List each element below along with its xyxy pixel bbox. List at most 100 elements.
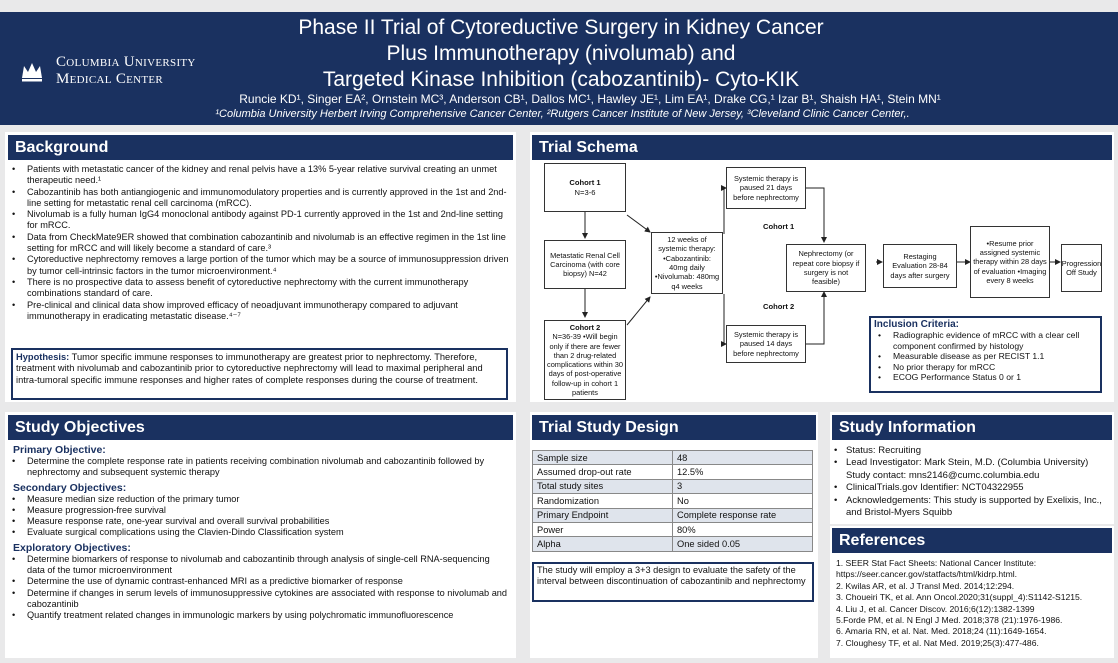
- inclusion-criteria-box: Inclusion Criteria: Radiographic evidenc…: [869, 316, 1102, 393]
- list-item: ClinicalTrials.gov Identifier: NCT043229…: [832, 482, 1112, 495]
- primary-list: Determine the complete response rate in …: [8, 456, 510, 479]
- list-item: Data from CheckMate9ER showed that combi…: [8, 232, 510, 255]
- list-item: Measure progression-free survival: [8, 505, 510, 517]
- cohort1-n: N=3-6: [574, 187, 596, 197]
- design-heading: Trial Study Design: [532, 415, 816, 440]
- table-cell: No: [672, 493, 813, 509]
- nephrectomy-box: Nephrectomy (or repeat core biopsy if su…: [786, 244, 866, 292]
- inclusion-list: Radiographic evidence of mRCC with a cle…: [874, 330, 1097, 383]
- list-item: Status: Recruiting: [832, 445, 1112, 458]
- columbia-logo: Columbia University Medical Center: [20, 54, 196, 88]
- list-item: Cabozantinib has both antiangiogenic and…: [8, 187, 510, 210]
- table-cell: Primary Endpoint: [532, 507, 673, 523]
- list-item: Measurable disease as per RECIST 1.1: [874, 351, 1097, 362]
- poster-header: Columbia University Medical Center Phase…: [0, 12, 1118, 125]
- logo-line-2: Medical Center: [56, 71, 164, 87]
- info-list: Status: Recruiting Lead Investigator: Ma…: [832, 445, 1112, 519]
- crown-icon: [22, 63, 42, 82]
- info-heading: Study Information: [832, 415, 1112, 440]
- hypothesis-text: Tumor specific immune responses to immun…: [16, 352, 483, 385]
- exploratory-heading: Exploratory Objectives:: [13, 541, 131, 554]
- table-cell: 80%: [672, 521, 813, 538]
- reference-item: 7. Cloughesy TF, et al. Nat Med. 2019;25…: [836, 637, 1039, 648]
- restaging-box: Restaging Evaluation 28-84 days after su…: [883, 244, 957, 288]
- list-item: Patients with metastatic cancer of the k…: [8, 164, 510, 187]
- table-cell: Complete response rate: [672, 507, 813, 523]
- table-cell: Power: [532, 521, 673, 538]
- authors: Runcie KD¹, Singer EA², Ornstein MC³, An…: [239, 92, 941, 106]
- list-item: ECOG Performance Status 0 or 1: [874, 372, 1097, 383]
- list-item: Determine the use of dynamic contrast-en…: [8, 576, 510, 588]
- background-list: Patients with metastatic cancer of the k…: [8, 164, 510, 322]
- paused-14-box: Systemic therapy is paused 14 days befor…: [726, 325, 806, 363]
- hypothesis-label: Hypothesis:: [16, 352, 70, 362]
- resume-therapy-box: •Resume prior assigned systemic therapy …: [970, 226, 1050, 298]
- cohort2-text: N=36-39 •Will begin only if there are fe…: [547, 332, 623, 398]
- title-line-2: Plus Immunotherapy (nivolumab) and: [386, 42, 736, 65]
- table-cell: 3: [672, 478, 813, 495]
- secondary-list: Measure median size reduction of the pri…: [8, 494, 510, 539]
- table-cell: Alpha: [532, 536, 673, 552]
- table-cell: Assumed drop-out rate: [532, 464, 673, 480]
- cohort1-label: Cohort 1: [763, 222, 795, 231]
- cohort2-label: Cohort 2: [763, 302, 795, 311]
- background-panel: Background Patients with metastatic canc…: [5, 132, 516, 402]
- paused-21-box: Systemic therapy is paused 21 days befor…: [726, 167, 806, 209]
- objectives-heading: Study Objectives: [8, 415, 513, 440]
- objectives-panel: Study Objectives Primary Objective: Dete…: [5, 412, 516, 658]
- cohort1-title: Cohort 1: [569, 178, 601, 188]
- title-line-3: Targeted Kinase Inhibition (cabozantinib…: [322, 68, 800, 91]
- reference-item: 3. Choueiri TK, et al. Ann Oncol.2020;31…: [836, 592, 1083, 603]
- list-item: Quantify treatment related changes in im…: [8, 610, 510, 622]
- design-note: The study will employ a 3+3 design to ev…: [532, 562, 814, 602]
- list-item: There is no prospective data to assess b…: [8, 277, 510, 300]
- cohort2-title: Cohort 2: [569, 323, 601, 332]
- reference-item: 1. SEER Stat Fact Sheets: National Cance…: [836, 558, 1037, 580]
- objectives-body: Primary Objective: Determine the complet…: [8, 444, 510, 622]
- background-heading: Background: [8, 135, 513, 160]
- table-cell: Sample size: [532, 449, 673, 466]
- list-item: Pre-clinical and clinical data show impr…: [8, 300, 510, 323]
- cohort2-box: Cohort 2 N=36-39 •Will begin only if the…: [544, 320, 626, 400]
- schema-heading: Trial Schema: [532, 135, 1112, 160]
- list-item: Evaluate surgical complications using th…: [8, 527, 510, 539]
- cohort1-box: Cohort 1 N=3-6: [544, 163, 626, 212]
- table-cell: Total study sites: [532, 478, 673, 495]
- list-item: Determine the complete response rate in …: [8, 456, 510, 479]
- logo-line-1: Columbia University: [56, 54, 196, 70]
- inclusion-title: Inclusion Criteria:: [874, 319, 960, 330]
- reference-item: 6. Amaria RN, et al. Nat. Med. 2018;24 (…: [836, 626, 1047, 637]
- schema-panel: Trial Schema Cohort 1 N=3-6 Metastatic R…: [530, 132, 1114, 402]
- list-item: Acknowledgements: This study is supporte…: [832, 495, 1112, 520]
- list-item: Determine biomarkers of response to nivo…: [8, 554, 510, 577]
- primary-heading: Primary Objective:: [13, 444, 106, 456]
- systemic-therapy-box: 12 weeks of systemic therapy: •Cabozanti…: [651, 232, 723, 294]
- schema-arrows: [582, 185, 1061, 347]
- list-item: Measure median size reduction of the pri…: [8, 494, 510, 506]
- list-item: Cytoreductive nephrectomy removes a larg…: [8, 254, 510, 277]
- info-panel: Study Information Status: Recruiting Lea…: [830, 412, 1114, 524]
- mrcc-box: Metastatic Renal Cell Carcinoma (with co…: [544, 240, 626, 289]
- references-panel: References 1. SEER Stat Fact Sheets: Nat…: [830, 526, 1114, 658]
- hypothesis-box: Hypothesis: Tumor specific immune respon…: [11, 348, 508, 400]
- list-item: No prior therapy for mRCC: [874, 362, 1097, 373]
- list-item: Determine if changes in serum levels of …: [8, 588, 510, 611]
- reference-item: 2. Kwilas AR, et al. J Transl Med. 2014;…: [836, 580, 1015, 591]
- references-list: 1. SEER Stat Fact Sheets: National Cance…: [836, 558, 1112, 649]
- progression-box: Progression Off Study: [1061, 244, 1102, 292]
- secondary-heading: Secondary Objectives:: [13, 481, 127, 494]
- table-cell: Randomization: [532, 493, 673, 509]
- list-item: Nivolumab is a fully human IgG4 monoclon…: [8, 209, 510, 232]
- table-cell: One sided 0.05: [672, 536, 813, 552]
- reference-item: 4. Liu J, et al. Cancer Discov. 2016;6(1…: [836, 603, 1035, 614]
- list-item: Radiographic evidence of mRCC with a cle…: [874, 330, 1097, 351]
- table-cell: 48: [672, 449, 813, 466]
